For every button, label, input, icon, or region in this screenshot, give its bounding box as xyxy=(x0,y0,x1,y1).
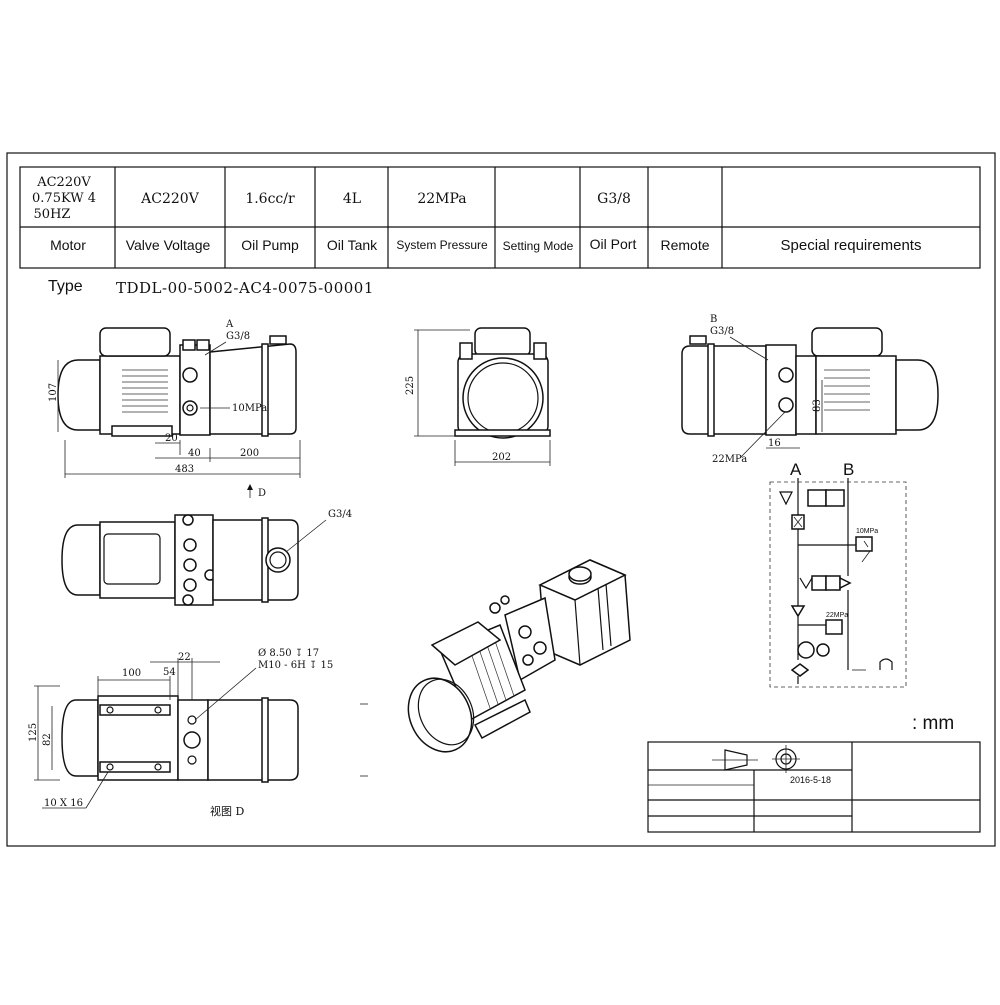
end-dim-height: 225 xyxy=(405,376,416,395)
valve-voltage-value: AC220V xyxy=(140,191,200,207)
motor-fan-cover xyxy=(57,359,101,431)
spec-table-frame xyxy=(19,166,981,269)
front-view: A G3/8 10MPa 107 20 40 200 483 D xyxy=(48,319,301,499)
filter-symbol xyxy=(790,663,810,677)
oil-tank-value: 4L xyxy=(343,191,361,207)
rear-oil-tank xyxy=(681,345,767,435)
remote-header: Remote xyxy=(660,237,709,253)
iso-motor-fan-cover xyxy=(407,677,473,753)
top-view: G3/4 xyxy=(61,509,352,606)
valve-voltage-header: Valve Voltage xyxy=(126,237,211,253)
bottom-slot-note: 10 X 16 xyxy=(44,798,83,809)
units-note: : mm xyxy=(912,713,954,734)
solenoid-valve xyxy=(807,489,827,507)
front-port-thread: G3/8 xyxy=(226,331,250,342)
oil-tank-header: Oil Tank xyxy=(327,237,378,253)
outer-frame xyxy=(6,152,996,847)
spec-table-grid xyxy=(114,167,723,268)
front-dim-overall: 483 xyxy=(175,464,194,475)
bottom-hole-note-1: Ø 8.50 ↧ 17 xyxy=(258,648,319,659)
rear-dim-83: 83 xyxy=(812,399,823,412)
oil-tank xyxy=(209,343,297,435)
front-dim-40: 40 xyxy=(188,448,201,459)
front-dim-20: 20 xyxy=(165,433,178,444)
motor-cooling-fins xyxy=(122,369,168,413)
oil-port-value: G3/8 xyxy=(597,191,631,207)
rear-dim-16: 16 xyxy=(768,438,781,449)
bottom-oil-tank xyxy=(207,699,299,781)
rear-view: B G3/8 83 16 22MPa xyxy=(681,314,939,465)
end-view: 225 202 xyxy=(405,327,551,466)
bottom-hole-note-2: M10 - 6H ↧ 15 xyxy=(258,660,333,671)
bottom-dim-125: 125 xyxy=(28,723,39,742)
front-dim-height: 107 xyxy=(48,383,59,402)
view-arrow-label: D xyxy=(258,488,266,499)
bottom-dim-82: 82 xyxy=(42,733,53,746)
rear-terminal-box xyxy=(811,327,883,357)
special-requirements-header: Special requirements xyxy=(781,237,922,254)
rear-motor-body xyxy=(815,355,897,435)
valve-block xyxy=(179,344,211,436)
view-d-caption: 视图 D xyxy=(210,804,244,818)
front-port-label: A xyxy=(225,319,234,330)
top-oil-tank xyxy=(212,519,299,601)
end-dim-width: 202 xyxy=(492,452,511,463)
motor-symbol xyxy=(816,643,830,657)
motor-value-line-2: 0.75KW 4 xyxy=(32,191,96,206)
schematic-port-a: A xyxy=(790,460,802,479)
iso-terminal-box xyxy=(430,621,502,666)
filler-cap xyxy=(269,335,287,345)
schematic-port-b: B xyxy=(843,460,854,479)
schematic-relief-2: 22MPa xyxy=(826,612,848,619)
relief-valve-1 xyxy=(855,536,873,552)
bottom-dim-54: 54 xyxy=(163,667,176,678)
type-code: TDDL-00-5002-AC4-0075-00001 xyxy=(116,279,374,297)
relief-valve-2 xyxy=(825,619,843,635)
motor-end-circle xyxy=(462,357,544,439)
motor-value-line-3: 50HZ xyxy=(34,207,71,222)
hydraulic-schematic: A B 10MPa 22MPa xyxy=(769,460,907,688)
bottom-dim-100: 100 xyxy=(122,668,141,679)
bottom-dim-22: 22 xyxy=(178,652,191,663)
motor-body xyxy=(99,355,181,435)
type-label: Type xyxy=(48,278,83,295)
schematic-boundary xyxy=(769,481,907,688)
top-filler-thread: G3/4 xyxy=(328,509,352,520)
setting-mode-header: Setting Mode xyxy=(503,239,574,253)
oil-pump-header: Oil Pump xyxy=(241,237,299,253)
projection-cone-icon xyxy=(724,749,748,771)
pump-symbol xyxy=(797,641,815,659)
front-dim-200: 200 xyxy=(240,448,259,459)
bottom-view: 100 22 54 Ø 8.50 ↧ 17 M10 - 6H ↧ 15 125 … xyxy=(28,648,368,818)
iso-valve-block xyxy=(504,596,556,682)
rear-relief-setting: 22MPa xyxy=(712,454,747,465)
motor-header: Motor xyxy=(50,237,86,253)
rear-valve-block xyxy=(765,344,797,436)
isometric-view xyxy=(407,559,631,753)
rear-motor-fan-cover xyxy=(895,359,939,431)
motor-value-line-1: AC220V xyxy=(36,175,91,190)
system-pressure-header: System Pressure xyxy=(396,238,488,252)
oil-pump-value: 1.6cc/r xyxy=(245,191,295,207)
terminal-box xyxy=(99,327,171,357)
title-block: 2016-5-18 xyxy=(647,741,981,833)
system-pressure-value: 22MPa xyxy=(417,191,466,207)
title-block-date: 2016-5-18 xyxy=(790,775,831,785)
oil-port-header: Oil Port xyxy=(590,236,637,252)
schematic-relief-1: 10MPa xyxy=(856,528,878,535)
rear-port-label: B xyxy=(710,314,717,325)
rear-port-thread: G3/8 xyxy=(710,326,734,337)
directional-valve xyxy=(811,575,827,591)
front-relief-setting: 10MPa xyxy=(232,403,267,414)
